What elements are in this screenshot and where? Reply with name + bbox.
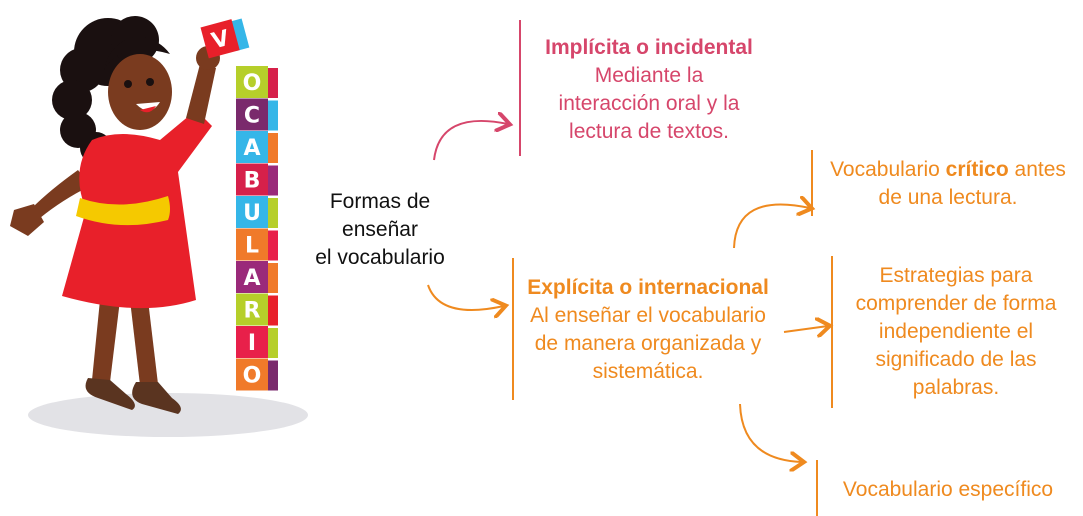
implicit-divider (519, 20, 521, 156)
girl-face (108, 54, 172, 130)
explicit-line-1: Al enseñar el vocabulario (530, 304, 766, 327)
strategies-divider (831, 256, 833, 408)
block-letter: I (248, 331, 256, 356)
specific-divider (816, 460, 818, 516)
strategies-line-4: significado de las (875, 348, 1037, 371)
arrow-to-specific (739, 403, 802, 462)
implicit-line-3: lectura de textos. (569, 120, 729, 143)
critical-line-2: de una lectura. (878, 186, 1018, 209)
implicit-title: Implícita o incidental (545, 36, 753, 59)
block-letter: V (209, 26, 232, 55)
implicit-line-2: interacción oral y la (558, 92, 740, 115)
letter-block: A (236, 131, 278, 163)
critical-pre: Vocabulario (830, 158, 946, 181)
critical-post: antes (1008, 158, 1066, 181)
letter-block: O (236, 66, 278, 98)
block-letter: B (244, 169, 261, 194)
explicit-block: Explícita o internacional Al enseñar el … (514, 274, 782, 386)
explicit-divider (512, 258, 514, 400)
letter-block: L (236, 228, 278, 261)
letter-block: O (236, 358, 278, 391)
explicit-line-3: sistemática. (592, 360, 704, 383)
block-letter: U (243, 201, 261, 226)
explicit-title: Explícita o internacional (527, 276, 769, 299)
block-letter: L (245, 234, 259, 259)
letter-block: B (236, 163, 278, 196)
strategies-block: Estrategias para comprender de forma ind… (836, 262, 1076, 402)
critical-bold: crítico (945, 158, 1009, 181)
strategies-line-3: independiente el (878, 320, 1034, 343)
dress-belt (76, 196, 170, 226)
girl-left-arm (10, 170, 90, 236)
girl-shoes (85, 378, 181, 414)
block-letter: O (243, 71, 262, 96)
strategies-line-5: palabras. (912, 376, 1000, 399)
girl-legs (92, 300, 158, 385)
letter-block: C (236, 98, 278, 131)
specific-text: Vocabulario específico (842, 478, 1054, 501)
center-label-line3: el vocabulario (315, 246, 445, 269)
block-letter: O (243, 364, 262, 389)
critical-block: Vocabulario crítico antes de una lectura… (816, 156, 1080, 212)
block-letter: A (243, 266, 260, 291)
center-label-line1: Formas de (329, 190, 431, 213)
arrow-to-critical (733, 204, 810, 249)
letter-block: A (236, 261, 278, 293)
ground-shadow (28, 393, 308, 437)
implicit-block: Implícita o incidental Mediante la inter… (524, 34, 774, 146)
arrow-to-explicit (427, 284, 504, 310)
strategies-line-2: comprender de forma (855, 292, 1057, 315)
block-letter: C (244, 104, 260, 129)
implicit-line-1: Mediante la (594, 64, 704, 87)
letter-block: I (236, 326, 278, 358)
center-label-line2: enseñar (342, 218, 418, 241)
arrow-to-strategies (783, 326, 828, 332)
block-letter: A (243, 136, 260, 161)
girl-dress (62, 110, 212, 309)
arrow-to-implicit (433, 121, 508, 161)
critical-line-1: Vocabulario crítico antes (816, 156, 1080, 184)
block-letter: R (244, 299, 261, 324)
strategies-line-1: Estrategias para (879, 264, 1033, 287)
center-label: Formas de enseñar el vocabulario (300, 188, 460, 272)
specific-block: Vocabulario específico (820, 476, 1076, 504)
letter-block: R (236, 293, 278, 326)
explicit-line-2: de manera organizada y (534, 332, 762, 355)
girl-hair-top (104, 36, 170, 70)
letter-block: U (236, 196, 278, 228)
critical-divider (811, 150, 813, 216)
letter-block: V (200, 18, 250, 59)
